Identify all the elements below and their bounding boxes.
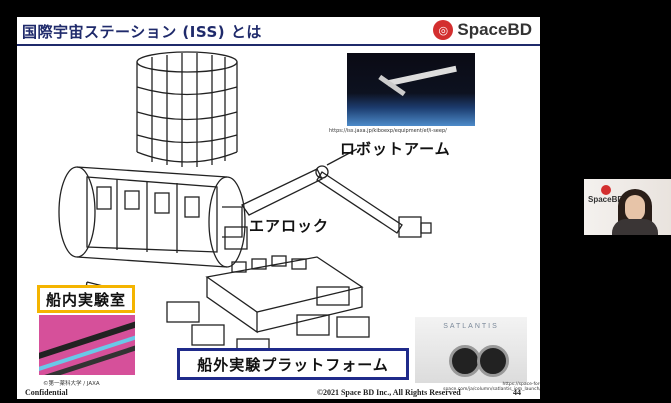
- spacebd-logo-text: SpaceBD: [457, 20, 532, 39]
- robot-arm-photo-source: https://iss.jaxa.jp/kiboexp/equipment/ef…: [329, 128, 447, 134]
- spacebd-logo-mark-icon: ◎: [433, 20, 454, 40]
- satlantis-photo-source: https://space-for-space.com/ja/column/sa…: [443, 382, 540, 392]
- exposed-facility-label-box: 船外実験プラットフォーム: [177, 348, 409, 380]
- satlantis-photo: SATLANTIS: [415, 317, 527, 383]
- title-divider: [17, 44, 540, 46]
- robot-arm-drawing: [241, 148, 432, 238]
- robot-arm-label: ロボットアーム: [340, 140, 451, 158]
- presenter-webcam-thumbnail[interactable]: SpaceBD: [584, 179, 671, 235]
- iss-illustration: [58, 51, 432, 360]
- presenter-body: [612, 219, 658, 235]
- spacebd-logo: ◎ SpaceBD: [433, 20, 532, 40]
- webcam-background-logo: SpaceBD: [588, 185, 623, 204]
- spacebd-logo-mark-icon: [600, 185, 611, 195]
- confidential-footer: Confidential: [25, 388, 68, 397]
- exposed-facility-drawing: [166, 255, 370, 360]
- jem-photo-credit: ©第一薬科大学 / JAXA: [43, 381, 100, 387]
- presentation-slide: 国際宇宙ステーション (ISS) とは ◎ SpaceBD: [17, 17, 540, 399]
- copyright-footer: ©2021 Space BD Inc., All Rights Reserved: [317, 388, 461, 397]
- page-number: 44: [513, 388, 521, 397]
- jem-interior-photo: [39, 315, 135, 375]
- satlantis-brand-text: SATLANTIS: [443, 323, 499, 330]
- presenter-face: [625, 195, 645, 221]
- airlock-drawing: [224, 226, 248, 250]
- robot-arm-photo: [347, 53, 475, 126]
- webcam-logo-text: SpaceBD: [588, 195, 624, 204]
- pressurized-module-drawing: [58, 166, 246, 268]
- logistics-module-drawing: [136, 51, 238, 167]
- airlock-label: エアロック: [249, 217, 330, 235]
- jem-label-box: 船内実験室: [37, 285, 135, 313]
- slide-title: 国際宇宙ステーション (ISS) とは: [22, 23, 262, 41]
